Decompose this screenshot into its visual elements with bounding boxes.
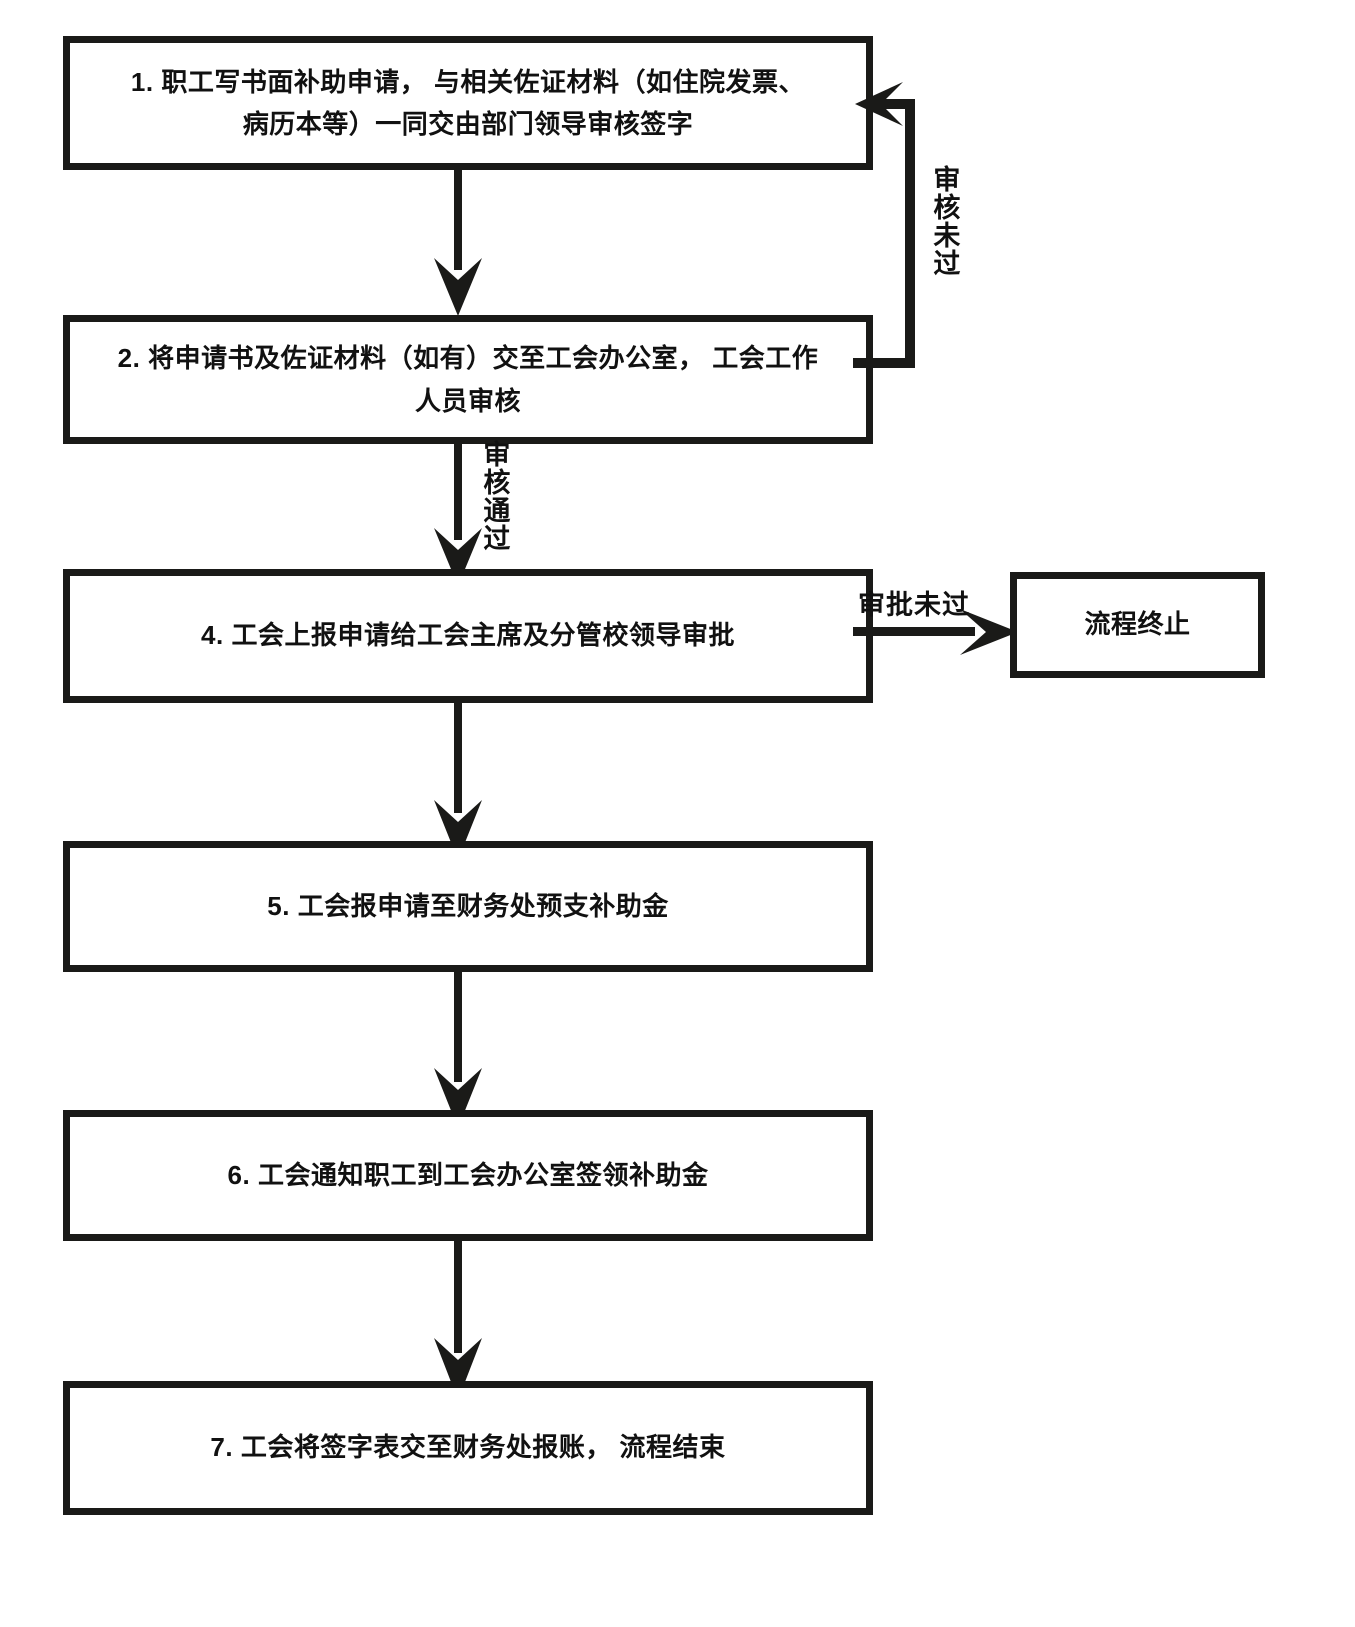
process-node-step7[interactable]: 7. 工会将签字表交至财务处报账， 流程结束 [63, 1381, 873, 1515]
process-node-step1-label: 1. 职工写书面补助申请， 与相关佐证材料（如住院发票、 病历本等）一同交由部门… [130, 66, 806, 139]
loop-segment-right-review-failed [905, 104, 915, 368]
process-node-step5[interactable]: 5. 工会报申请至财务处预支补助金 [63, 841, 873, 972]
edge-label-approval-failed: 审批未过 [858, 590, 970, 620]
arrowhead-step5-step6 [432, 1068, 484, 1128]
edge-label-review-failed: 审核未过 [929, 165, 960, 277]
connector-step6-step7 [454, 1241, 462, 1353]
arrowhead-step4-step5 [432, 800, 484, 860]
arrowhead-step2-step4 [432, 528, 484, 586]
connector-step5-step6 [454, 972, 462, 1082]
edge-label-review-passed: 审核通过 [479, 440, 510, 552]
loop-segment-top-review-failed [880, 99, 915, 109]
process-node-step2[interactable]: 2. 将申请书及佐证材料（如有）交至工会办公室， 工会工作 人员审核 [63, 315, 873, 444]
process-node-step6[interactable]: 6. 工会通知职工到工会办公室签领补助金 [63, 1110, 873, 1241]
process-node-step6-label: 6. 工会通知职工到工会办公室签领补助金 [227, 1159, 709, 1190]
connector-step1-step2 [454, 170, 462, 270]
arrowhead-approval-failed [960, 607, 1018, 657]
process-node-step5-label: 5. 工会报申请至财务处预支补助金 [267, 890, 669, 921]
process-node-step7-label: 7. 工会将签字表交至财务处报账， 流程结束 [210, 1432, 726, 1463]
connector-step4-step5 [454, 703, 462, 813]
connector-step2-step4 [454, 444, 462, 540]
arrowhead-step6-step7 [432, 1338, 484, 1400]
process-node-step4[interactable]: 4. 工会上报申请给工会主席及分管校领导审批 [63, 569, 873, 703]
terminal-node-process-end-label: 流程终止 [1084, 609, 1191, 640]
terminal-node-process-end[interactable]: 流程终止 [1010, 572, 1265, 678]
process-node-step2-label: 2. 将申请书及佐证材料（如有）交至工会办公室， 工会工作 人员审核 [117, 343, 819, 416]
connector-step4-terminate [853, 627, 975, 636]
arrowhead-review-failed [855, 80, 903, 128]
loop-segment-bottom-review-failed [853, 358, 915, 368]
process-node-step1[interactable]: 1. 职工写书面补助申请， 与相关佐证材料（如住院发票、 病历本等）一同交由部门… [63, 36, 873, 170]
process-node-step4-label: 4. 工会上报申请给工会主席及分管校领导审批 [201, 620, 735, 651]
arrowhead-step1-step2 [432, 258, 484, 316]
